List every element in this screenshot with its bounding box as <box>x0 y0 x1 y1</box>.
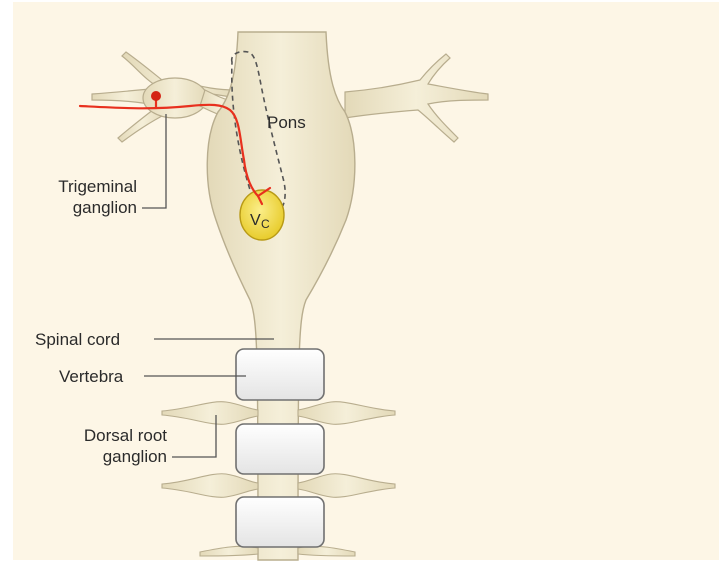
vertebra-3 <box>236 497 324 547</box>
spinal-cord-label: Spinal cord <box>35 330 120 349</box>
dorsal-root-right-1 <box>298 402 395 425</box>
dorsal-root-label-line1: Dorsal root <box>84 426 167 445</box>
trigeminal-label-line1: Trigeminal <box>58 177 137 196</box>
trigeminal-leader <box>142 114 166 208</box>
vertebra-2 <box>236 424 324 474</box>
dorsal-root-left-2 <box>162 474 258 498</box>
neuron-cell-body <box>151 91 161 101</box>
trigeminal-label-line2: ganglion <box>73 198 137 217</box>
vc-label-sub: C <box>261 217 270 231</box>
vc-label-main: V <box>250 212 261 229</box>
dorsal-root-right-2 <box>298 474 395 498</box>
vertebrae <box>236 349 324 547</box>
vc-nucleus <box>240 190 284 240</box>
dorsal-root-left-1 <box>162 402 258 425</box>
right-trigeminal-nerve <box>345 54 488 142</box>
vertebra-1 <box>236 349 324 400</box>
dorsal-root-label-line2: ganglion <box>103 447 167 466</box>
pons-label: Pons <box>267 113 306 132</box>
vertebra-label: Vertebra <box>59 367 124 386</box>
